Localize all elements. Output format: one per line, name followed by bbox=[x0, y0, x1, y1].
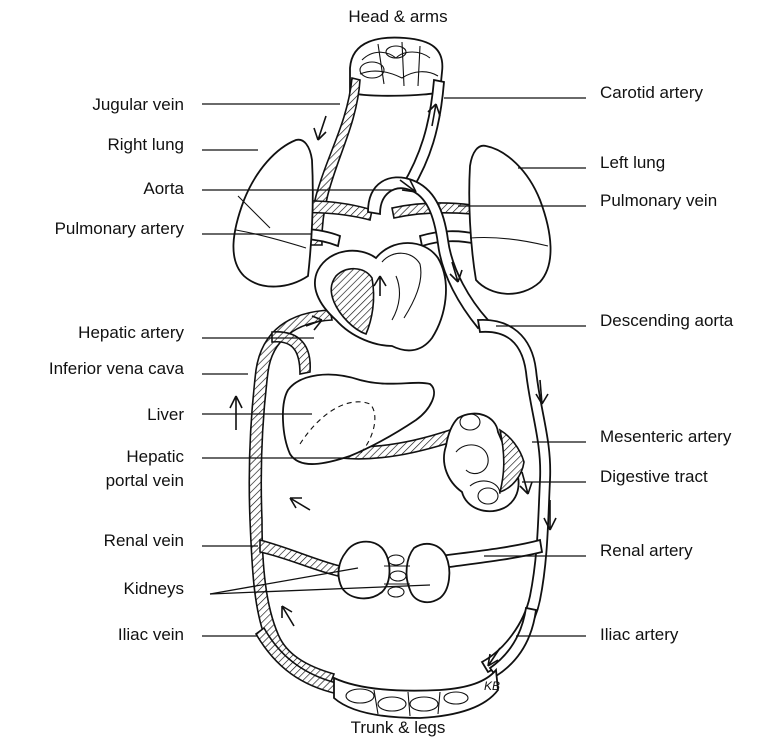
label-inferior-vena-cava: Inferior vena cava bbox=[49, 359, 185, 378]
vessel-network bbox=[249, 38, 550, 694]
right-lung-organ bbox=[233, 140, 312, 287]
label-hepatic-portal-vein-line1: Hepatic bbox=[126, 447, 184, 466]
arrow-jugular-down bbox=[314, 116, 326, 140]
label-head-arms: Head & arms bbox=[348, 7, 447, 26]
label-aorta: Aorta bbox=[143, 179, 184, 198]
trunk-legs-capillary-bed bbox=[334, 670, 498, 718]
label-iliac-artery: Iliac artery bbox=[600, 625, 679, 644]
label-pulmonary-artery: Pulmonary artery bbox=[55, 219, 185, 238]
kidney-right-organ bbox=[407, 544, 450, 602]
labels: Head & arms Trunk & legs Jugular vein Ri… bbox=[49, 7, 734, 737]
label-pulmonary-vein: Pulmonary vein bbox=[600, 191, 717, 210]
renal-vein-vessel bbox=[260, 540, 340, 576]
jugular-vein-vessel bbox=[310, 78, 360, 245]
label-descending-aorta: Descending aorta bbox=[600, 311, 734, 330]
label-hepatic-portal-vein-line2: portal vein bbox=[106, 471, 184, 490]
artist-signature: KB bbox=[484, 679, 500, 693]
arrow-mesenteric bbox=[520, 472, 532, 494]
inferior-vena-cava-vessel bbox=[249, 310, 334, 684]
label-carotid-artery: Carotid artery bbox=[600, 83, 703, 102]
heart-right-side bbox=[331, 269, 373, 334]
label-right-lung: Right lung bbox=[107, 135, 184, 154]
label-digestive-tract: Digestive tract bbox=[600, 467, 708, 486]
label-jugular-vein: Jugular vein bbox=[92, 95, 184, 114]
label-hepatic-artery: Hepatic artery bbox=[78, 323, 184, 342]
label-left-lung: Left lung bbox=[600, 153, 665, 172]
label-renal-artery: Renal artery bbox=[600, 541, 693, 560]
label-trunk-legs: Trunk & legs bbox=[351, 718, 446, 737]
mesenteric-capillaries bbox=[500, 430, 524, 492]
arrow-ivc-up bbox=[230, 396, 242, 430]
carotid-artery-vessel bbox=[402, 80, 444, 190]
label-renal-vein: Renal vein bbox=[104, 531, 184, 550]
label-iliac-vein: Iliac vein bbox=[118, 625, 184, 644]
label-kidneys: Kidneys bbox=[124, 579, 184, 598]
label-mesenteric-artery: Mesenteric artery bbox=[600, 427, 732, 446]
renal-artery-vessel bbox=[440, 540, 542, 568]
arrow-renal-vein bbox=[290, 498, 310, 510]
organs bbox=[233, 140, 550, 718]
arrow-iliac-vein bbox=[282, 606, 294, 626]
label-liver: Liver bbox=[147, 405, 184, 424]
